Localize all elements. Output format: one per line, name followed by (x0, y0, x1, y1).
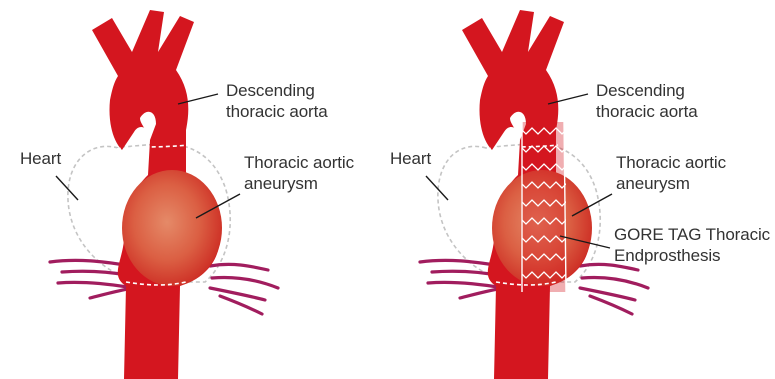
label-descending-line1: Descending (226, 80, 328, 101)
label-descending-aorta: Descending thoracic aorta (226, 80, 328, 122)
label-descending-line2-right: thoracic aorta (596, 101, 698, 122)
label-heart: Heart (20, 148, 61, 169)
label-aneurysm: Thoracic aortic aneurysm (244, 152, 354, 194)
label-heart-right: Heart (390, 148, 431, 169)
label-aneurysm-line2: aneurysm (244, 173, 354, 194)
label-aneurysm-line1: Thoracic aortic (244, 152, 354, 173)
label-descending-aorta-right: Descending thoracic aorta (596, 80, 698, 122)
label-descending-line2: thoracic aorta (226, 101, 328, 122)
label-heart-text: Heart (20, 148, 61, 169)
label-heart-text-right: Heart (390, 148, 431, 169)
label-device-line1: GORE TAG Thoracic (614, 224, 770, 245)
leader-heart-right (426, 176, 448, 200)
label-descending-line1-right: Descending (596, 80, 698, 101)
label-device-line2: Endprosthesis (614, 245, 770, 266)
label-aneurysm-line1-right: Thoracic aortic (616, 152, 726, 173)
label-aneurysm-line2-right: aneurysm (616, 173, 726, 194)
label-aneurysm-right: Thoracic aortic aneurysm (616, 152, 726, 194)
left-panel (50, 10, 278, 379)
aneurysm-bulge (122, 170, 222, 286)
label-device: GORE TAG Thoracic Endprosthesis (614, 224, 770, 266)
leader-heart-left (56, 176, 78, 200)
right-panel (420, 10, 648, 379)
